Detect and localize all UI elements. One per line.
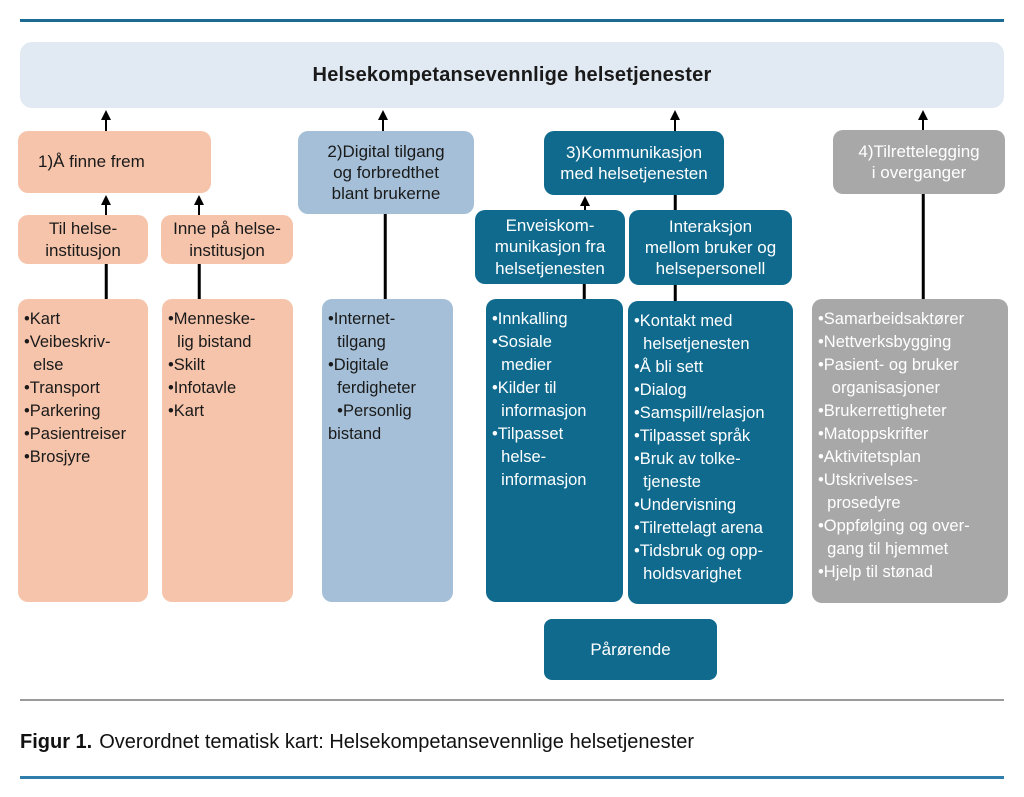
arrow-sub1b-to-branch1 xyxy=(193,195,205,215)
list-item: •Digitale ferdigheter xyxy=(328,356,417,397)
list-item: •Utskrivelses- prosedyre xyxy=(818,471,919,512)
list-item: •Pasientreiser xyxy=(24,425,127,443)
list-item: •Skilt xyxy=(168,356,205,374)
branch1-list-right: •Menneske- lig bistand •Skilt •Infotavle •K… xyxy=(162,299,293,602)
relatives-box: Pårørende xyxy=(544,619,717,680)
list-item: •Transport xyxy=(24,379,100,397)
branch3-list-right: •Kontakt med helsetjenesten •Å bli sett •D… xyxy=(628,301,793,604)
branch1-label: 1)Å finne frem xyxy=(38,152,145,172)
list-item: •Dialog xyxy=(634,381,687,399)
branch4-label: 4)Tilrettelegging i overganger xyxy=(858,141,980,182)
list-item: •Matoppskrifter xyxy=(818,425,929,443)
branch2-list: •Internet- tilgang•Digitale ferdigheter … xyxy=(322,299,453,602)
branch4-box: 4)Tilrettelegging i overganger xyxy=(833,130,1005,194)
branch1-sub-right-label: Inne på helse- institusjon xyxy=(173,219,281,260)
list-item: •Brukerrettigheter xyxy=(818,402,947,420)
list-item: •Tidsbruk og opp- holdsvarighet xyxy=(634,542,763,583)
branch3-label: 3)Kommunikasjon med helsetjenesten xyxy=(560,142,708,183)
list-item: •Internet- tilgang xyxy=(328,310,396,351)
arrow-branch1-to-root xyxy=(100,110,112,131)
branch1-sub-left-box: Til helse- institusjon xyxy=(18,215,148,264)
branch3-box: 3)Kommunikasjon med helsetjenesten xyxy=(544,131,724,195)
arrow-branch2-to-root xyxy=(377,110,389,131)
root-box: Helsekompetansevennlige helsetjenester xyxy=(20,42,1004,108)
figure-caption-label: Figur 1. xyxy=(20,731,93,753)
relatives-label: Pårørende xyxy=(590,639,671,659)
list-item: •Kontakt med helsetjenesten xyxy=(634,312,750,353)
figure-caption: Figur 1. Overordnet tematisk kart: Helsek… xyxy=(20,731,694,754)
line-sub1b-to-list xyxy=(197,264,201,299)
line-sub3b-to-list xyxy=(673,285,677,302)
arrow-branch4-to-root xyxy=(917,110,929,130)
list-item: •Personlig bistand xyxy=(328,402,412,443)
arrow-sub3a-to-branch3 xyxy=(579,196,591,210)
list-item: •Bruk av tolke- tjeneste xyxy=(634,450,741,491)
branch3-list-left: •Innkalling •Sosiale medier •Kilder til in… xyxy=(486,299,623,602)
arrow-branch3-to-root xyxy=(669,110,681,132)
branch3-sub-left-label: Enveiskom- munikasjon fra helsetjenesten xyxy=(494,216,606,278)
branch4-list: •Samarbeidsaktører •Nettverksbygging •Pasi… xyxy=(812,299,1008,603)
list-item: •Kilder til informasjon xyxy=(492,379,587,420)
branch2-box: 2)Digital tilgang og forbredthet blant b… xyxy=(298,131,474,214)
list-item: •Sosiale medier xyxy=(492,333,552,374)
list-item: •Brosjyre xyxy=(24,448,91,466)
branch1-box: 1)Å finne frem xyxy=(18,131,211,193)
list-item: •Parkering xyxy=(24,402,101,420)
branch2-label: 2)Digital tilgang og forbredthet blant b… xyxy=(327,141,445,204)
arrow-sub1a-to-branch1 xyxy=(100,195,112,215)
list-item: •Samspill/relasjon xyxy=(634,404,765,422)
list-item: •Hjelp til stønad xyxy=(818,563,933,581)
list-item: •Undervisning xyxy=(634,496,737,514)
list-item: •Kart xyxy=(24,310,61,328)
top-rule xyxy=(20,19,1004,22)
figure-caption-text: Overordnet tematisk kart: Helsekompetans… xyxy=(99,731,694,753)
list-item: •Innkalling xyxy=(492,310,568,328)
root-title: Helsekompetansevennlige helsetjenester xyxy=(312,63,712,86)
list-item: •Aktivitetsplan xyxy=(818,448,921,466)
list-item: •Oppfølging og over- gang til hjemmet xyxy=(818,517,970,558)
branch1-list-left: •Kart •Veibeskriv- else •Transport •Parkeri… xyxy=(18,299,148,602)
list-item: •Menneske- lig bistand xyxy=(168,310,256,351)
list-item: •Infotavle xyxy=(168,379,237,397)
line-sub3b-to-branch3 xyxy=(673,195,677,210)
branch1-sub-right-box: Inne på helse- institusjon xyxy=(161,215,293,264)
list-item: •Nettverksbygging xyxy=(818,333,952,351)
branch3-sub-left-box: Enveiskom- munikasjon fra helsetjenesten xyxy=(475,210,625,284)
caption-divider xyxy=(20,699,1004,701)
branch1-sub-left-label: Til helse- institusjon xyxy=(45,219,121,260)
list-item: •Tilpasset språk xyxy=(634,427,751,445)
line-sub1a-to-list xyxy=(104,264,108,299)
line-branch4-to-list xyxy=(921,194,925,300)
list-item: •Å bli sett xyxy=(634,358,704,376)
list-item: •Veibeskriv- else xyxy=(24,333,111,374)
branch3-sub-right-box: Interaksjon mellom bruker og helseperson… xyxy=(629,210,792,285)
line-branch2-to-list xyxy=(383,214,387,300)
list-item: •Tilpasset helse- informasjon xyxy=(492,425,587,489)
line-sub3a-to-list xyxy=(582,284,586,299)
list-item: •Pasient- og bruker organisasjoner xyxy=(818,356,959,397)
list-item: •Tilrettelagt arena xyxy=(634,519,763,537)
bottom-rule xyxy=(20,776,1004,779)
list-item: •Kart xyxy=(168,402,205,420)
branch3-sub-right-label: Interaksjon mellom bruker og helseperson… xyxy=(644,216,777,279)
list-item: •Samarbeidsaktører xyxy=(818,310,965,328)
